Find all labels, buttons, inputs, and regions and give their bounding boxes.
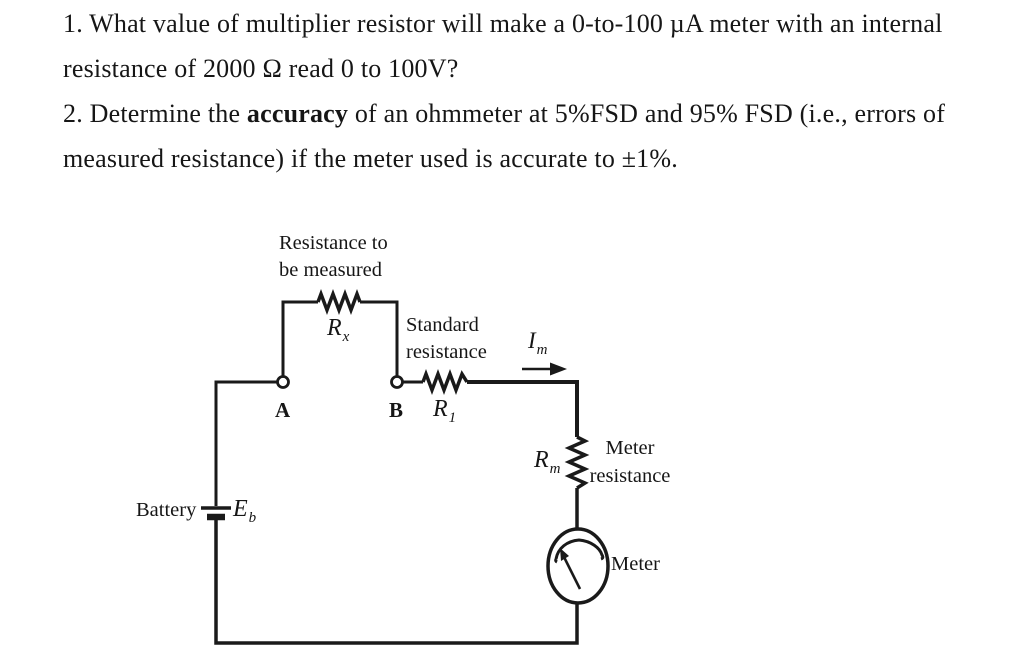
eb-symbol: E <box>233 496 248 522</box>
rm-subscript: m <box>549 461 561 477</box>
question-1-line-2: resistance of 2000 Ω read 0 to 100V? <box>63 54 459 83</box>
resistor-rx <box>316 289 362 315</box>
terminal-b <box>390 375 404 389</box>
measured-resistor-caption-line2: be measured <box>279 259 383 281</box>
question-1-line-1: 1. What value of multiplier resistor wil… <box>63 9 943 38</box>
standard-resistor-caption-line1: Standard <box>406 314 479 336</box>
rx-symbol: R <box>327 315 342 341</box>
question-2-line-2: measured resistance) if the meter used i… <box>63 144 678 173</box>
meter-resistance-caption: Meter resistance <box>583 434 677 490</box>
standard-resistor-caption: Standard resistance <box>406 312 487 366</box>
meter-needle-tip <box>560 548 569 561</box>
meter-resistance-caption-line2: resistance <box>589 465 671 487</box>
wire-bottom-loop <box>214 519 579 645</box>
im-symbol: I <box>528 328 536 353</box>
eb-subscript: b <box>248 510 257 526</box>
question-2-line-1: 2. Determine the accuracy of an ohmmeter… <box>63 91 1013 136</box>
question-2-text: 2. Determine the <box>63 99 247 128</box>
standard-resistor-caption-line2: resistance <box>406 341 487 363</box>
meter-caption: Meter <box>611 553 660 575</box>
wire-left-top <box>214 380 277 506</box>
im-label: Im <box>528 328 548 358</box>
rm-symbol: R <box>534 447 549 473</box>
rx-subscript: x <box>342 329 350 345</box>
meter-resistance-caption-line1: Meter <box>605 437 655 459</box>
wire-branch-left <box>281 300 318 377</box>
measured-resistor-caption: Resistance to be measured <box>279 230 388 284</box>
question-2-text-cont: of an ohmmeter at 5%FSD and 95% FSD (i.e… <box>348 99 946 128</box>
meter-scale-arc <box>554 538 605 564</box>
node-a-label: A <box>275 398 291 422</box>
battery-caption: Battery <box>136 499 197 521</box>
problem-text: 1. What value of multiplier resistor wil… <box>63 1 1013 181</box>
node-b-label: B <box>389 398 404 422</box>
meter-needle <box>562 556 582 590</box>
wire-branch-right <box>360 300 399 377</box>
measured-resistor-caption-line1: Resistance to <box>279 232 388 254</box>
im-subscript: m <box>536 342 548 358</box>
r1-symbol: R <box>433 396 448 422</box>
resistor-rm <box>564 435 590 490</box>
terminal-a <box>276 375 290 389</box>
r1-label: R1 <box>433 396 457 426</box>
question-2-bold-word: accuracy <box>246 99 349 128</box>
rx-label: Rx <box>327 315 350 345</box>
r1-subscript: 1 <box>448 410 457 426</box>
current-arrow-icon <box>550 362 567 376</box>
wire-right-top <box>467 380 579 437</box>
rm-label: Rm <box>534 447 561 477</box>
resistor-r1 <box>421 369 469 395</box>
eb-label: Eb <box>233 496 257 526</box>
